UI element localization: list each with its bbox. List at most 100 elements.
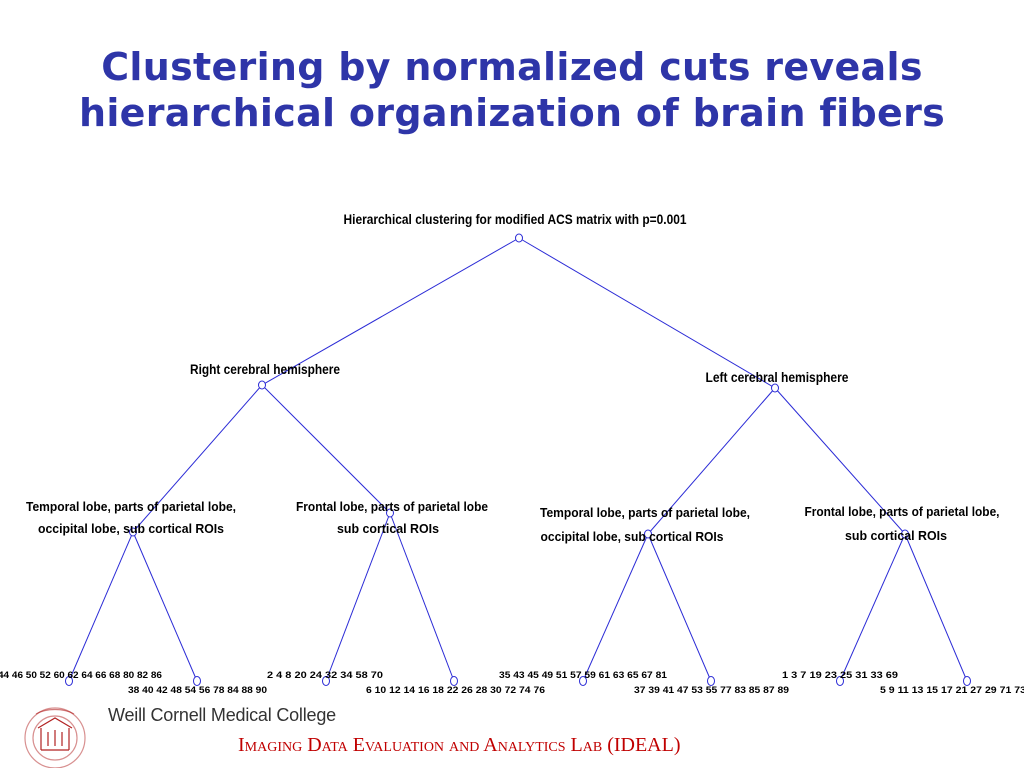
leaf-number: 34 <box>337 670 353 681</box>
leaf-node-1 <box>65 676 73 686</box>
edge-leaf-4 <box>389 512 455 682</box>
leaf-number: 19 <box>806 670 821 681</box>
edge-leaf-1 <box>68 531 134 682</box>
leaf-number: 31 <box>852 670 868 681</box>
leaf-number: 10 <box>372 685 386 696</box>
edge-leaf-3 <box>325 512 391 682</box>
edge-left-temporal <box>647 387 776 535</box>
leaf-number: 82 <box>134 670 148 681</box>
leaf-number: 14 <box>401 685 416 696</box>
edge-leaf-6 <box>647 533 712 682</box>
leaf-number: 8 <box>282 670 291 681</box>
leaf-number: 81 <box>653 670 668 681</box>
right-hemisphere-node <box>258 380 266 390</box>
left-hemisphere-label: Left cerebral hemisphere <box>706 370 849 385</box>
leaf-number: 25 <box>837 670 853 681</box>
leaf-number: 33 <box>867 670 882 681</box>
left-frontal-node <box>901 529 909 539</box>
leaf-number: 28 <box>473 685 487 696</box>
leaf-number: 53 <box>689 685 703 696</box>
leaf-number: 68 <box>106 670 120 681</box>
leaf-number: 38 <box>128 685 139 696</box>
leaf-cluster-3: 2 4 8 20 24 32 34 58 70 <box>267 670 383 681</box>
edge-left-frontal <box>774 387 906 535</box>
leaf-number: 80 <box>120 670 134 681</box>
leaf-number: 37 <box>634 685 645 696</box>
edge-root-left <box>518 237 776 389</box>
leaf-cluster-6: 37 39 41 47 53 55 77 83 85 87 89 <box>634 685 789 696</box>
right-hemisphere-label: Right cerebral hemisphere <box>190 362 340 377</box>
leaf-number: 41 <box>660 685 675 696</box>
leaf-number: 71 <box>997 685 1012 696</box>
leaf-number: 60 <box>51 670 65 681</box>
leaf-node-5 <box>579 676 587 686</box>
leaf-number: 54 <box>182 685 197 696</box>
leaf-number: 85 <box>746 685 761 696</box>
leaf-number: 56 <box>196 685 210 696</box>
leaf-number: 87 <box>760 685 774 696</box>
edge-right-frontal <box>261 384 391 514</box>
cornell-seal-logo <box>24 707 86 768</box>
leaf-number: 6 <box>366 685 372 696</box>
leaf-number: 72 <box>502 685 516 696</box>
slide-title-line-2: hierarchical organization of brain fiber… <box>78 91 946 135</box>
leaf-number: 23 <box>822 670 837 681</box>
right-frontal-node <box>386 508 394 518</box>
leaf-number: 63 <box>610 670 624 681</box>
leaf-cluster-8: 5 9 11 13 15 17 21 27 29 71 73 <box>880 685 1024 696</box>
left-frontal-label-line-2: sub cortical ROIs <box>845 528 947 543</box>
leaf-number: 24 <box>307 670 323 681</box>
leaf-number: 4 <box>273 670 283 681</box>
right-temporal-label-line-2: occipital lobe, sub cortical ROIs <box>38 521 224 536</box>
leaf-number: 39 <box>645 685 659 696</box>
leaf-number: 21 <box>953 685 968 696</box>
leaf-cluster-5: 35 43 45 49 51 57 59 61 63 65 67 81 <box>499 670 668 681</box>
leaf-number: 89 <box>775 685 789 696</box>
leaf-number: 78 <box>210 685 224 696</box>
leaf-number: 65 <box>624 670 639 681</box>
leaf-number: 43 <box>510 670 524 681</box>
edge-leaf-7 <box>839 533 906 682</box>
left-hemisphere-node <box>771 383 779 393</box>
leaf-number: 20 <box>291 670 306 681</box>
leaf-number: 66 <box>93 670 107 681</box>
leaf-number: 47 <box>674 685 688 696</box>
left-frontal-label-line-1: Frontal lobe, parts of parietal lobe, <box>805 504 1000 519</box>
leaf-node-3 <box>322 676 330 686</box>
leaf-number: 58 <box>352 670 367 681</box>
leaf-number: 73 <box>1011 685 1024 696</box>
leaf-number: 35 <box>499 670 511 681</box>
leaf-number: 17 <box>938 685 953 696</box>
leaf-number: 40 <box>139 685 153 696</box>
tree-title: Hierarchical clustering for modified ACS… <box>344 212 687 227</box>
leaf-number: 52 <box>37 670 51 681</box>
leaf-node-2 <box>193 676 201 686</box>
leaf-number: 16 <box>415 685 429 696</box>
college-name: Weill Cornell Medical College <box>108 705 336 725</box>
leaf-number: 29 <box>982 685 997 696</box>
leaf-number: 90 <box>253 685 267 696</box>
leaf-number: 26 <box>458 685 472 696</box>
leaf-number: 12 <box>386 685 400 696</box>
leaf-number: 77 <box>717 685 731 696</box>
leaf-number: 32 <box>322 670 337 681</box>
leaf-node-8 <box>963 676 971 686</box>
leaf-number: 50 <box>23 670 37 681</box>
leaf-cluster-7: 1 3 7 19 23 25 31 33 69 <box>782 670 898 681</box>
root-node <box>515 233 523 243</box>
leaf-number: 69 <box>883 670 898 681</box>
leaf-number: 76 <box>531 685 545 696</box>
leaf-number: 13 <box>909 685 924 696</box>
leaf-number: 27 <box>967 685 982 696</box>
leaf-number: 84 <box>224 685 239 696</box>
leaf-number: 74 <box>516 685 531 696</box>
leaf-number: 59 <box>582 670 596 681</box>
right-temporal-node <box>129 527 137 537</box>
leaf-number: 42 <box>154 685 168 696</box>
leaf-cluster-1: 44 46 50 52 60 62 64 66 68 80 82 86 <box>0 670 162 681</box>
edge-leaf-5 <box>582 533 649 682</box>
leaf-number: 55 <box>703 685 718 696</box>
leaf-number: 62 <box>65 670 79 681</box>
edge-root-right <box>261 237 520 386</box>
leaf-number: 7 <box>797 670 806 681</box>
